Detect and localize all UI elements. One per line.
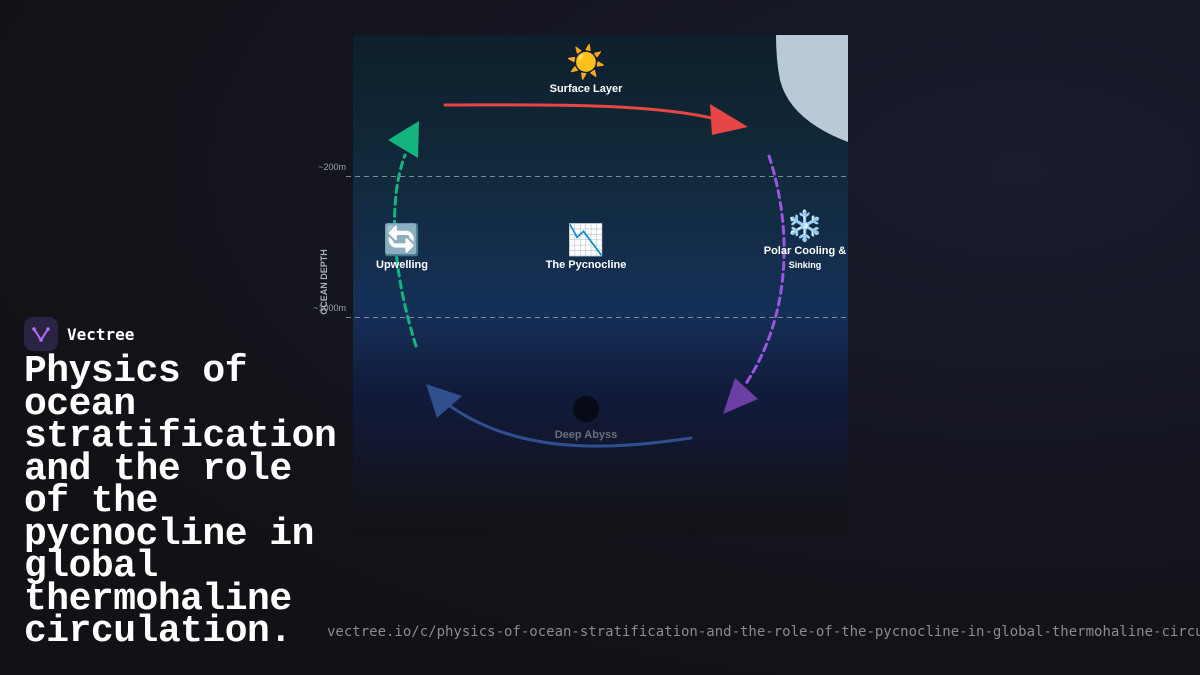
depth-marker-1000m: ~1000m	[313, 303, 346, 313]
surface-current-arrow	[443, 103, 722, 122]
chart-decreasing-icon: 📉	[567, 222, 604, 258]
pycnocline-label: The Pycnocline	[546, 259, 627, 271]
sun-icon: ☀️	[566, 43, 606, 81]
surface-current-arrowhead	[710, 104, 748, 135]
depth-marker-200m: ~200m	[318, 162, 346, 172]
new-moon-icon: 🌑	[570, 393, 601, 428]
snowflake-icon: ❄️	[786, 208, 823, 244]
upwelling-current-arrow	[393, 153, 418, 348]
ocean-depth-axis-label: OCEAN DEPTH	[319, 249, 329, 315]
polar-ice-shape	[776, 35, 848, 142]
page-title: Physics of ocean stratification and the …	[24, 350, 337, 653]
sinking-current-arrowhead	[723, 378, 758, 414]
sinking-current-arrow	[743, 154, 786, 387]
upwelling-current-arrowhead	[388, 121, 419, 158]
deep-abyss-label: Deep Abyss	[555, 429, 618, 441]
surface-layer-label: Surface Layer	[550, 83, 623, 95]
upwelling-label: Upwelling	[376, 259, 428, 271]
ocean-panel-fade	[353, 440, 848, 535]
brand-name: Vectree	[67, 324, 135, 344]
page-url: vectree.io/c/physics-of-ocean-stratifica…	[327, 624, 1200, 640]
upwelling-cycle-icon: 🔄	[383, 222, 420, 258]
vectree-logo-icon	[24, 317, 58, 351]
deep-current-arrowhead	[426, 384, 462, 418]
deep-current-arrow	[448, 404, 693, 448]
brand: Vectree	[24, 317, 134, 351]
sinking-label: Sinking	[789, 260, 822, 270]
polar-cooling-label: Polar Cooling &	[764, 245, 847, 257]
